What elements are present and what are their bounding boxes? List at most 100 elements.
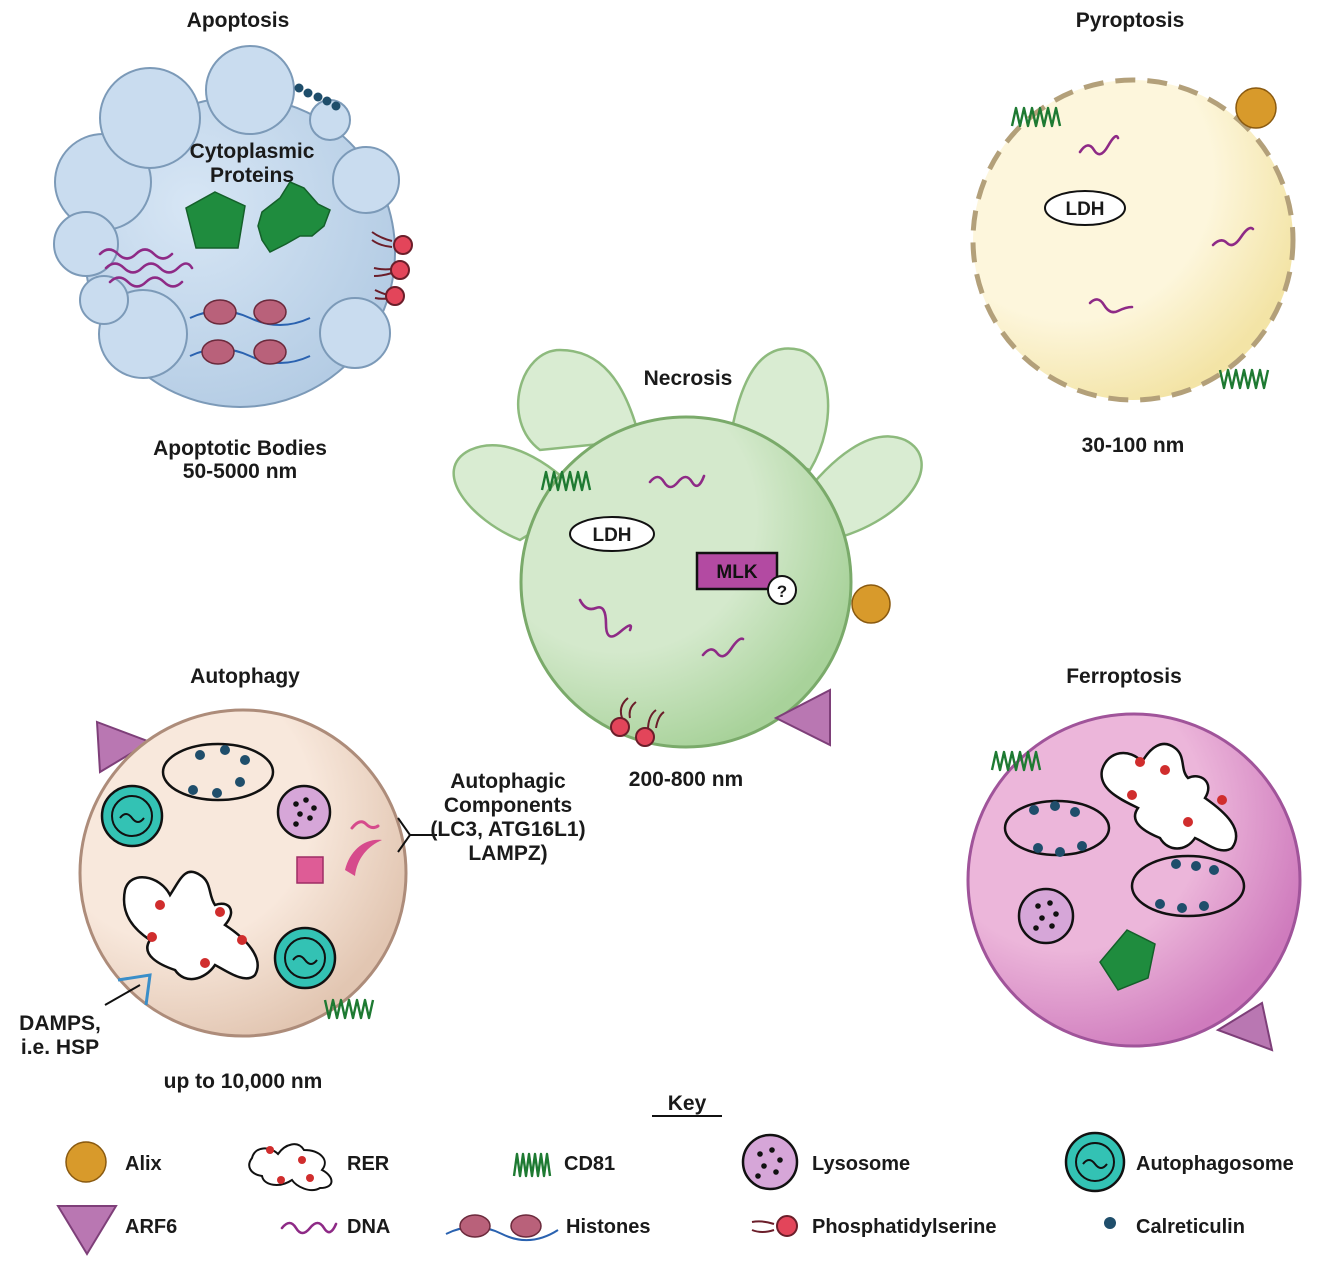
autophagy-calreticulin-group xyxy=(188,745,250,798)
protein-blob-shape xyxy=(257,181,331,253)
autophagy-arf6 xyxy=(95,720,153,774)
phosphatidylserine-icon xyxy=(751,1215,798,1237)
ferroptosis-cd81 xyxy=(990,750,1042,772)
autophagy-cell: Autophagy xyxy=(19,665,585,1093)
necrosis-ldh-label: LDH xyxy=(592,525,631,546)
alix-icon xyxy=(65,1141,107,1183)
autophagy-damps-arrow xyxy=(117,973,152,1006)
lysosome-icon xyxy=(741,1133,799,1191)
necrosis-cd81 xyxy=(540,470,592,492)
apoptosis-calreticulin-group xyxy=(294,83,341,111)
autophagy-rer xyxy=(122,870,259,981)
autophagy-title: Autophagy xyxy=(190,665,300,688)
autophagy-components-line4: LAMPZ) xyxy=(468,842,547,865)
autophagy-damps-line2: i.e. HSP xyxy=(21,1036,99,1059)
key-alix-label: Alix xyxy=(125,1153,162,1175)
autophagy-cd81 xyxy=(323,998,375,1020)
apoptosis-dna-group xyxy=(98,248,194,288)
pyroptosis-cd81-bottom xyxy=(1218,368,1270,390)
histones-icon xyxy=(445,1214,559,1241)
pyroptosis-membrane xyxy=(970,77,1296,403)
key-dna-label: DNA xyxy=(347,1216,390,1238)
necrosis-question-icon xyxy=(767,575,797,605)
key-arf6: ARF6 xyxy=(56,1205,177,1256)
key-autophagosome-label: Autophagosome xyxy=(1136,1153,1294,1175)
key-histones-label: Histones xyxy=(566,1216,650,1238)
apoptosis-cell: Apoptosis Cytoplasmic Proteins xyxy=(53,9,413,483)
autophagy-damps-leader xyxy=(104,984,141,1006)
pyroptosis-ldh-ellipse xyxy=(1044,190,1126,226)
key-cd81: CD81 xyxy=(512,1152,615,1178)
key-arf6-label: ARF6 xyxy=(125,1216,177,1238)
key-calreticulin: Calreticulin xyxy=(1104,1216,1245,1238)
pyroptosis-title: Pyroptosis xyxy=(1076,9,1185,32)
ferroptosis-lysosome xyxy=(1017,887,1075,945)
calreticulin-icon xyxy=(1104,1217,1116,1229)
key-calreticulin-label: Calreticulin xyxy=(1136,1216,1245,1238)
arf6-icon xyxy=(56,1205,118,1256)
pyroptosis-cell: Pyroptosis LDH 30-100 nm xyxy=(970,9,1296,457)
necrosis-mlk-label: MLK xyxy=(716,562,757,583)
rer-icon xyxy=(248,1143,333,1192)
autophagy-lc3-squiggle xyxy=(350,820,380,830)
autophagy-components-line2: Components xyxy=(444,794,572,817)
autophagy-damps-line1: DAMPS, xyxy=(19,1012,101,1035)
necrosis-caption: 200-800 nm xyxy=(629,768,743,791)
autophagy-autophagosome-2 xyxy=(273,926,337,990)
autophagy-crescent xyxy=(345,839,382,876)
necrosis-title: Necrosis xyxy=(644,367,733,390)
necrosis-arf6 xyxy=(773,688,831,747)
autophagy-rer-dots xyxy=(147,900,247,968)
key-alix: Alix xyxy=(65,1141,162,1183)
apoptosis-caption-line2: 50-5000 nm xyxy=(183,460,297,483)
autophagy-lysosome xyxy=(276,784,332,840)
key-rer: RER xyxy=(248,1143,390,1192)
apoptosis-title: Apoptosis xyxy=(187,9,290,32)
key-legend: Key Alix RER CD81 Lysosome Autophagosome xyxy=(56,1092,1294,1256)
key-cd81-label: CD81 xyxy=(564,1153,615,1175)
autophagy-square xyxy=(296,856,324,884)
ferroptosis-mitochondrion-2 xyxy=(1130,854,1246,918)
pyroptosis-alix xyxy=(1235,87,1277,129)
key-lysosome: Lysosome xyxy=(741,1133,910,1191)
apoptotic-bodies xyxy=(53,45,400,408)
autophagy-components-line1: Autophagic xyxy=(450,770,566,793)
necrosis-question-label: ? xyxy=(777,582,787,601)
autophagy-autophagosome-1 xyxy=(100,784,164,848)
ferroptosis-calreticulin-group xyxy=(1029,801,1219,913)
key-rer-label: RER xyxy=(347,1153,390,1175)
key-lysosome-label: Lysosome xyxy=(812,1153,910,1175)
pyroptosis-dna-group xyxy=(1078,134,1255,314)
autophagy-components-line3: (LC3, ATG16L1) xyxy=(430,818,585,841)
proteins-label: Proteins xyxy=(210,164,294,187)
ferroptosis-cell: Ferroptosis xyxy=(966,665,1302,1052)
key-phosphatidylserine-label: Phosphatidylserine xyxy=(812,1216,997,1238)
dna-icon xyxy=(280,1221,338,1235)
pyroptosis-caption: 30-100 nm xyxy=(1082,434,1185,457)
necrosis-mlk-box xyxy=(695,551,779,591)
apoptosis-caption-line1: Apoptotic Bodies xyxy=(153,437,327,460)
pyroptosis-cd81-top xyxy=(1010,106,1062,128)
apoptosis-phosphatidylserine-group xyxy=(371,231,413,306)
pyroptosis-ldh-label: LDH xyxy=(1065,199,1104,220)
cd81-icon xyxy=(512,1152,552,1178)
ferroptosis-protein xyxy=(1099,929,1156,991)
autophagy-caption: up to 10,000 nm xyxy=(164,1070,323,1093)
autophagy-components-bracket xyxy=(397,817,437,853)
key-histones: Histones xyxy=(445,1214,650,1241)
necrosis-phosphatidylserine-group xyxy=(610,697,665,747)
key-dna: DNA xyxy=(280,1216,390,1238)
key-autophagosome: Autophagosome xyxy=(1064,1131,1294,1193)
autophagy-mitochondrion xyxy=(161,742,275,802)
key-title: Key xyxy=(668,1092,707,1115)
cytoplasmic-label: Cytoplasmic xyxy=(190,140,315,163)
ferroptosis-rer xyxy=(1100,742,1238,852)
ferroptosis-arf6 xyxy=(1215,1001,1274,1052)
necrosis-cell: Necrosis LDH MLK ? 200-800 nm xyxy=(452,347,923,791)
necrosis-alix xyxy=(851,584,891,624)
necrosis-body xyxy=(519,415,853,749)
protein-pentagon-shape xyxy=(185,191,246,249)
ferroptosis-title: Ferroptosis xyxy=(1066,665,1182,688)
key-phosphatidylserine: Phosphatidylserine xyxy=(751,1215,997,1238)
